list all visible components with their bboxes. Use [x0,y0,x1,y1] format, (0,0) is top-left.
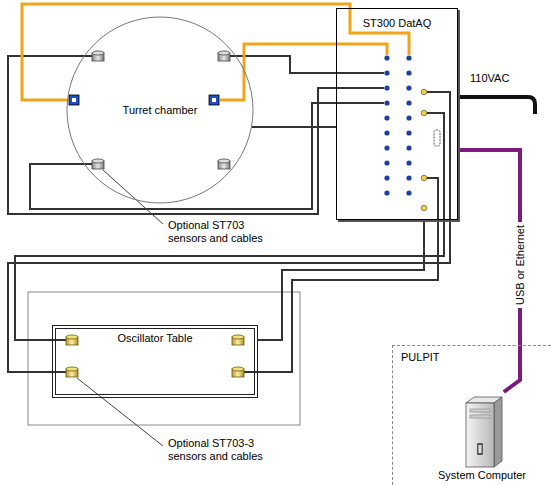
table-frame [28,292,300,425]
terminal-block [384,55,426,210]
terminal [384,100,389,105]
pulpit-region: PULPIT System Computer [392,345,551,485]
power-label: 110VAC [470,72,509,85]
computer-icon [466,397,502,467]
leader-line [103,170,163,224]
st703-sensor [218,51,230,61]
oscillator-table: Oscillator Table [52,325,258,398]
blue-sensor [209,95,219,105]
sensor-cable [15,113,444,340]
terminal [384,160,389,165]
chamber-circle [67,17,253,203]
terminal [421,175,427,181]
terminal [384,145,389,150]
turret-chamber: Turret chamber [66,16,254,204]
terminal [406,115,411,120]
network-cable [458,150,520,392]
node-label: Oscillator Table [56,332,254,345]
terminal [421,110,427,116]
orange-cables [22,4,409,100]
terminal [384,55,389,60]
system-computer: System Computer [433,392,532,484]
st703-3-sensor [66,335,78,345]
st703-sensor [218,159,230,169]
st703-3-sensor [232,367,244,377]
st703-3-sensor [66,367,78,377]
terminal [421,205,427,211]
sensor-cable [30,103,384,209]
terminal [421,89,427,95]
terminal [406,130,411,135]
node-label: System Computer [438,469,526,482]
terminal [406,145,411,150]
terminal [406,55,411,60]
terminal [406,70,411,75]
sensor-cable [258,220,424,340]
terminal [406,190,411,195]
st703-3-sensor [232,335,244,345]
sensor-cable [22,4,409,100]
sensor-cable [8,92,450,372]
node-label: ST300 DatAQ [337,17,457,30]
computer-icon [460,395,504,469]
terminal [384,85,389,90]
power-cable [458,97,535,114]
usb-port [434,130,440,146]
daq-unit: ST300 DatAQ [336,8,458,220]
st703-sensor [92,159,104,169]
blue-sensor [69,95,79,105]
sensor-cable [244,178,438,372]
terminal [406,175,411,180]
leader-line [77,378,163,446]
terminal [384,70,389,75]
sensor-cable [8,56,384,214]
terminal [384,190,389,195]
terminal [406,85,411,90]
terminal [406,160,411,165]
callout-note: Optional ST703 sensors and cables [168,219,280,245]
sensor-cable [251,126,336,128]
st703-sensor [92,51,104,61]
terminal [384,115,389,120]
callout-note: Optional ST703-3 sensors and cables [168,437,280,463]
sensor-cable [230,56,384,73]
node-label: PULPIT [401,351,551,364]
node-label: Turret chamber [123,104,198,117]
edge-label: USB or Ethernet [514,222,527,308]
terminal [384,130,389,135]
terminal [384,175,389,180]
terminal [406,100,411,105]
